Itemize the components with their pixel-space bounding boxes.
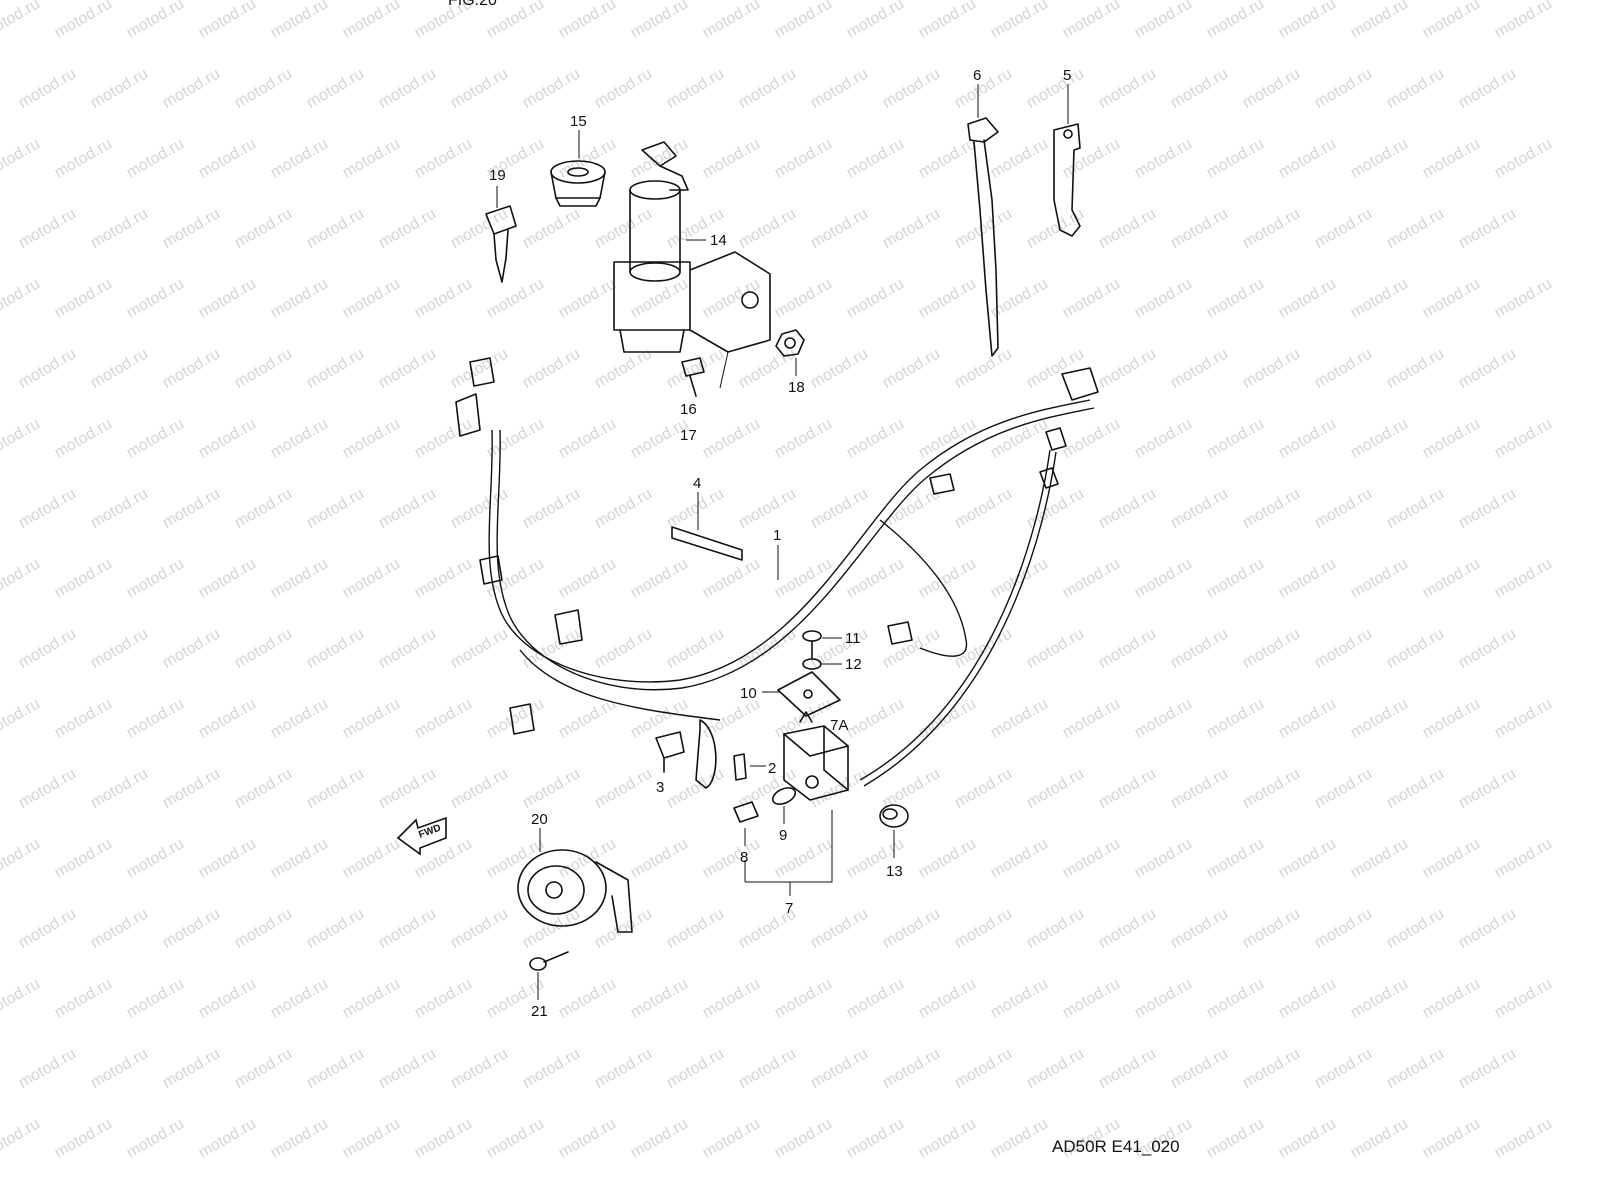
part-1-wiring-harness xyxy=(455,357,1099,787)
callout-18: 18 xyxy=(788,379,805,396)
callout-20: 20 xyxy=(531,811,548,828)
part-21-screw xyxy=(529,951,569,1000)
part-14-ignition-switch xyxy=(613,141,771,389)
callout-12: 12 xyxy=(845,656,862,673)
callout-19: 19 xyxy=(489,167,506,184)
diagram-reference-code: AD50R E41_020 xyxy=(1052,1137,1180,1156)
callout-16: 16 xyxy=(680,401,697,418)
callout-15: 15 xyxy=(570,113,587,130)
callout-11: 11 xyxy=(845,630,861,647)
callout-7: 7 xyxy=(785,900,793,917)
part-20-horn xyxy=(517,828,633,933)
part-18-nut xyxy=(775,329,805,376)
callout-6: 6 xyxy=(973,67,981,84)
callout-3: 3 xyxy=(656,779,664,796)
callout-13: 13 xyxy=(886,863,903,880)
callout-21: 21 xyxy=(531,1003,548,1020)
callout-4: 4 xyxy=(693,475,701,492)
callout-5: 5 xyxy=(1063,67,1071,84)
part-6-cable-tie xyxy=(967,84,999,357)
callout-8: 8 xyxy=(740,849,748,866)
callout-7a: 7A xyxy=(830,717,848,734)
part-19-key xyxy=(485,186,517,283)
part-13-grommet xyxy=(879,804,909,858)
fwd-arrow: FWD xyxy=(396,816,447,856)
part-12-washer xyxy=(802,658,842,670)
callout-9: 9 xyxy=(779,827,787,844)
part-15-cap xyxy=(550,130,606,207)
part-2-fuse xyxy=(733,753,766,781)
callout-1: 1 xyxy=(773,527,781,544)
callout-17: 17 xyxy=(680,427,697,444)
part-9-bulb xyxy=(771,787,797,824)
part-10-plate xyxy=(762,671,841,717)
part-3-connector xyxy=(655,719,717,789)
part-8-socket xyxy=(733,801,759,846)
callout-10: 10 xyxy=(740,685,757,702)
part-5-clamp xyxy=(1053,84,1081,237)
part-11-screw xyxy=(802,630,842,659)
callout-labels: 1 2 3 4 5 6 7 7A 8 9 10 11 12 13 14 15 1… xyxy=(489,67,1071,1020)
part-4-tape xyxy=(671,492,743,561)
part-16-bolt xyxy=(681,357,705,397)
callout-2: 2 xyxy=(768,760,776,777)
callout-14: 14 xyxy=(710,232,727,249)
figure-header: FIG.20 xyxy=(448,0,497,9)
part-7-relay xyxy=(744,711,849,896)
